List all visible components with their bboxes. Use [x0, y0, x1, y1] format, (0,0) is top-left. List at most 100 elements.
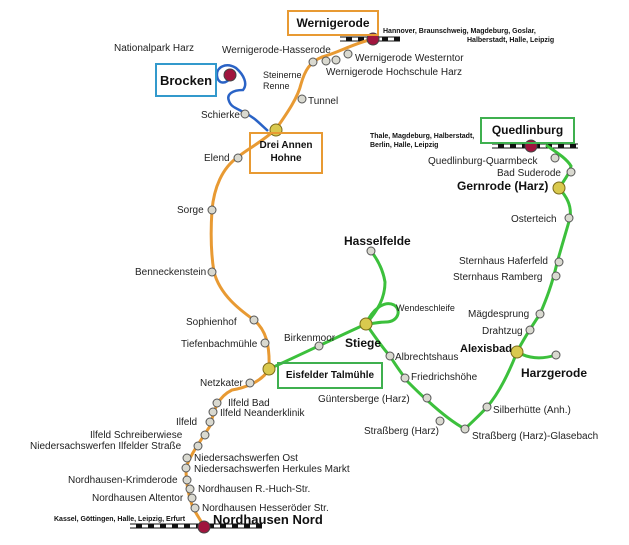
station-benneckenstein[interactable] — [207, 267, 217, 277]
label-benneckenstein: Benneckenstein — [135, 267, 207, 278]
terminus-wernigerode[interactable] — [366, 32, 380, 46]
station-ilfeld-neanderklinik[interactable] — [208, 407, 218, 417]
label-harzgerode: Harzgerode — [521, 366, 588, 380]
station-strassberg-glasebach[interactable] — [460, 424, 470, 434]
label-maegdesprung: Mägdesprung — [468, 309, 530, 320]
station-schierke[interactable] — [240, 109, 250, 119]
label-tiefenbachmuehle: Tiefenbachmühle — [181, 339, 258, 350]
station-wernigerode-hochschule[interactable] — [331, 55, 341, 65]
label-ilfeld-neanderklinik: Ilfeld Neanderklinik — [220, 408, 305, 419]
station-ilfeld-schreiberwiese[interactable] — [200, 430, 210, 440]
station-sophienhof[interactable] — [249, 315, 259, 325]
box-wernigerode-label: Wernigerode — [296, 16, 370, 30]
selketalbahn-line — [268, 250, 387, 371]
label-quedlinburg-connections: Thale, Magdeburg, Halberstadt, — [370, 133, 475, 140]
wendeschleife-loop — [364, 302, 400, 326]
station-wernigerode-westerntor[interactable] — [343, 49, 353, 59]
station-tunnel[interactable] — [297, 94, 307, 104]
station-ilfeld-bad[interactable] — [212, 398, 222, 408]
label-ilfeld: Ilfeld — [176, 417, 198, 428]
station-friedrichshoehe[interactable] — [400, 373, 410, 383]
hub-gernrode[interactable] — [552, 181, 566, 195]
label-hasselfelde: Hasselfelde — [344, 234, 411, 248]
station-wernigerode-hasserode[interactable] — [321, 56, 331, 66]
label-gernrode: Gernrode (Harz) — [457, 179, 549, 193]
box-drei-annen-hohne: Drei Annen Hohne — [249, 132, 323, 174]
station-osterteich[interactable] — [564, 213, 574, 223]
label-wernigerode-hochschule: Wernigerode Hochschule Harz — [326, 67, 462, 78]
label-wernigerode-connections: Hannover, Braunschweig, Magdeburg, Gosla… — [383, 28, 536, 35]
label-nationalpark-harz: Nationalpark Harz — [114, 43, 195, 54]
label-nordhausen-nord: Nordhausen Nord — [213, 512, 323, 527]
label-nordhausen-altentor: Nordhausen Altentor — [92, 493, 184, 504]
label-osterteich: Osterteich — [511, 214, 557, 225]
station-albrechtshaus[interactable] — [385, 351, 395, 361]
label-bad-suderode: Bad Suderode — [497, 168, 561, 179]
station-nordhausen-altentor[interactable] — [187, 493, 197, 503]
label-alexisbad: Alexisbad — [460, 343, 512, 355]
label-wernigerode-connections-2: Halberstadt, Halle, Leipzig — [467, 37, 555, 44]
station-sorge[interactable] — [207, 205, 217, 215]
box-wernigerode: Wernigerode — [287, 10, 379, 36]
hub-alexisbad[interactable] — [510, 345, 524, 359]
terminus-brocken[interactable] — [223, 68, 237, 82]
station-niedersachswerfen-ilfelder[interactable] — [193, 441, 203, 451]
station-nordhausen-rhuch[interactable] — [185, 484, 195, 494]
box-brocken-label: Brocken — [159, 73, 213, 88]
station-niedersachswerfen-ost[interactable] — [182, 453, 192, 463]
label-silberhuette: Silberhütte (Anh.) — [493, 405, 571, 416]
label-quedlinburg-quarmbeck: Quedlinburg-Quarmbeck — [428, 156, 538, 167]
box-quedlinburg: Quedlinburg — [480, 117, 575, 144]
label-nordhausen-hesseroeder: Nordhausen Hesseröder Str. — [202, 503, 329, 514]
station-sternhaus-ramberg[interactable] — [551, 271, 561, 281]
station-guentersberge[interactable] — [422, 393, 432, 403]
station-nordhausen-krimderode[interactable] — [182, 475, 192, 485]
label-steinerne-renne: Steinerne Renne — [263, 70, 302, 91]
label-strassberg: Straßberg (Harz) — [364, 426, 440, 437]
label-albrechtshaus: Albrechtshaus — [395, 352, 459, 363]
station-strassberg[interactable] — [435, 416, 445, 426]
station-bad-suderode[interactable] — [566, 167, 576, 177]
label-nordhausen-rhuch: Nordhausen R.-Huch-Str. — [198, 484, 311, 495]
station-ilfeld[interactable] — [205, 417, 215, 427]
station-birkenmoor[interactable] — [314, 341, 324, 351]
box-brocken: Brocken — [155, 63, 217, 97]
hub-stiege[interactable] — [359, 317, 373, 331]
station-harzgerode[interactable] — [551, 350, 561, 360]
box-drei-annen-hohne-label: Drei Annen Hohne — [259, 140, 313, 164]
station-quedlinburg-quarmbeck[interactable] — [550, 153, 560, 163]
box-eisfelder-talmuehle: Eisfelder Talmühle — [277, 362, 383, 389]
label-schierke: Schierke — [201, 110, 240, 121]
station-tiefenbachmuehle[interactable] — [260, 338, 270, 348]
label-sorge: Sorge — [177, 205, 204, 216]
label-wendeschleife: Wendeschleife — [396, 303, 455, 313]
station-steinerne-renne[interactable] — [308, 57, 318, 67]
station-netzkater[interactable] — [245, 378, 255, 388]
station-silberhuette[interactable] — [482, 402, 492, 412]
station-nordhausen-hesseroeder[interactable] — [190, 503, 200, 513]
label-tunnel: Tunnel — [308, 96, 339, 107]
label-stiege: Stiege — [345, 336, 382, 350]
label-ilfeld-schreiberwiese: Ilfeld Schreiberwiese — [90, 430, 183, 441]
label-sternhaus-haferfeld: Sternhaus Haferfeld — [459, 256, 548, 267]
label-guentersberge: Güntersberge (Harz) — [318, 394, 410, 405]
terminus-nordhausen-nord[interactable] — [197, 520, 211, 534]
label-nordhausen-connections: Kassel, Göttingen, Halle, Leipzig, Erfur… — [54, 516, 186, 523]
label-nordhausen-krimderode: Nordhausen-Krimderode — [68, 475, 178, 486]
label-niedersachswerfen-herkules: Niedersachswerfen Herkules Markt — [194, 464, 350, 475]
hub-eisfelder-talmuehle[interactable] — [262, 362, 276, 376]
station-sternhaus-haferfeld[interactable] — [554, 257, 564, 267]
station-maegdesprung[interactable] — [535, 309, 545, 319]
label-sternhaus-ramberg: Sternhaus Ramberg — [453, 272, 543, 283]
label-sophienhof: Sophienhof — [186, 317, 237, 328]
label-ilfeld-bad: Ilfeld Bad — [228, 398, 270, 409]
station-hasselfelde[interactable] — [366, 246, 376, 256]
label-birkenmoor: Birkenmoor — [284, 333, 336, 344]
station-niedersachswerfen-herkules[interactable] — [181, 463, 191, 473]
label-niedersachswerfen-ilfelder: Niedersachswerfen Ilfelder Straße — [30, 441, 182, 452]
station-drahtzug[interactable] — [525, 325, 535, 335]
station-elend[interactable] — [233, 153, 243, 163]
label-quedlinburg-connections-2: Berlin, Halle, Leipzig — [370, 142, 439, 149]
